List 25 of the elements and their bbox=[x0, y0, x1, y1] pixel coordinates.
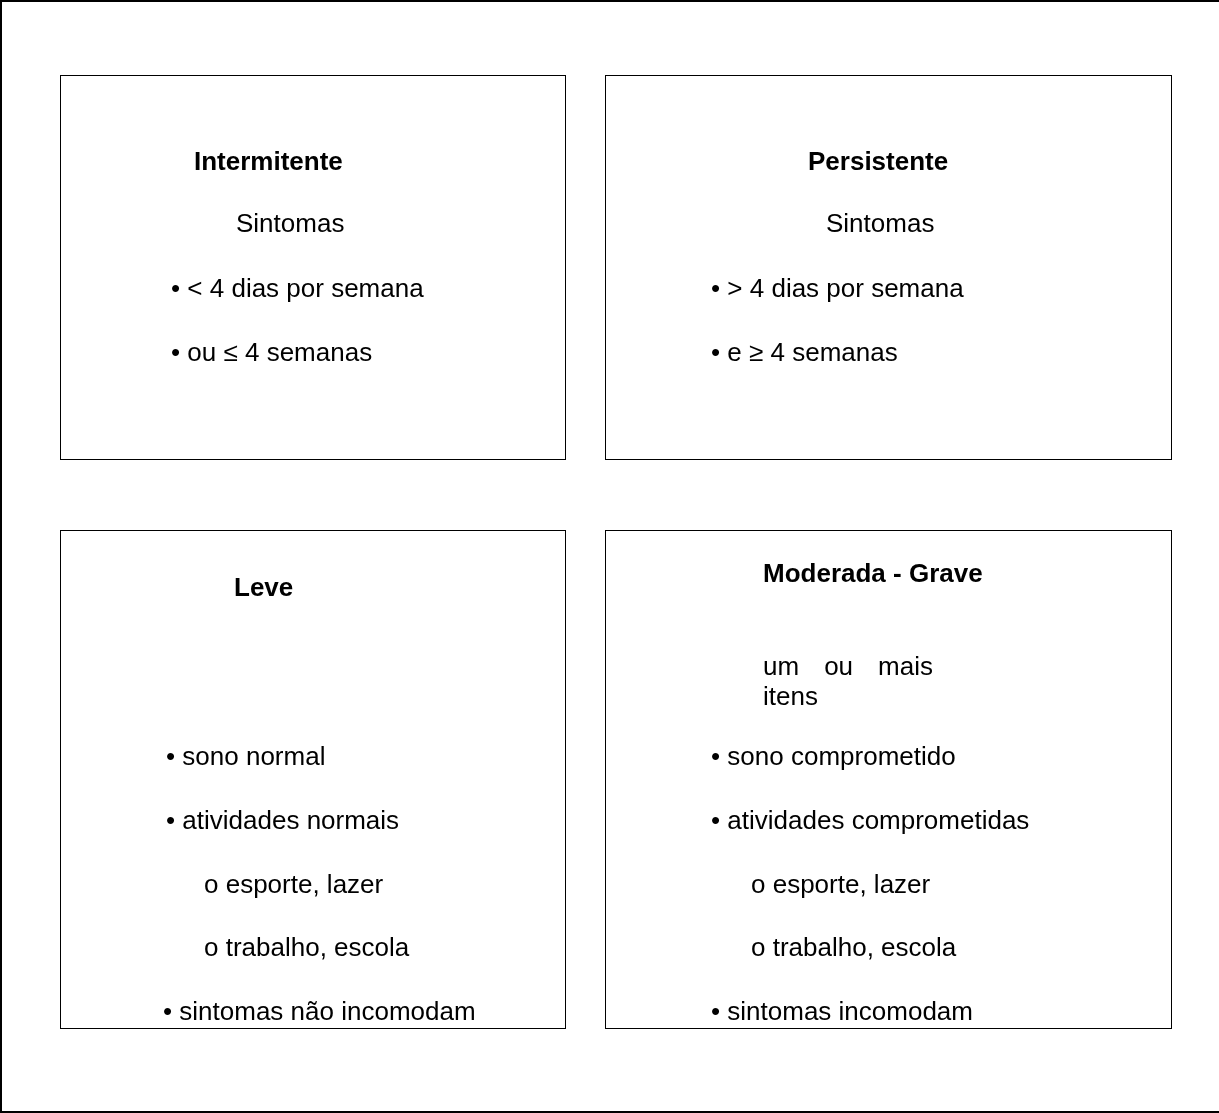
body-text: um ou mais itens bbox=[763, 651, 933, 711]
list-item: o esporte, lazer bbox=[751, 869, 931, 899]
list-item: • sono comprometido bbox=[711, 741, 956, 771]
list-item: o trabalho, escola bbox=[204, 932, 410, 962]
list-item: • sintomas não incomodam bbox=[163, 996, 476, 1026]
list-item: o esporte, lazer bbox=[204, 869, 384, 899]
list-item: • ou ≤ 4 semanas bbox=[171, 337, 373, 367]
category-box bbox=[60, 530, 566, 1029]
category-box bbox=[605, 75, 1172, 460]
heading: Leve bbox=[234, 572, 294, 602]
list-item: • > 4 dias por semana bbox=[711, 273, 964, 303]
list-item: • < 4 dias por semana bbox=[171, 273, 424, 303]
body-text: Sintomas bbox=[236, 208, 345, 238]
category-box bbox=[605, 530, 1172, 1029]
list-item: • sono normal bbox=[166, 741, 326, 771]
category-box bbox=[60, 75, 566, 460]
body-text: Sintomas bbox=[826, 208, 935, 238]
list-item: • e ≥ 4 semanas bbox=[711, 337, 898, 367]
list-item: • atividades comprometidas bbox=[711, 805, 1030, 835]
heading: Intermitente bbox=[194, 146, 343, 176]
list-item: • sintomas incomodam bbox=[711, 996, 973, 1026]
list-item: o trabalho, escola bbox=[751, 932, 957, 962]
list-item: • atividades normais bbox=[166, 805, 400, 835]
heading: Persistente bbox=[808, 146, 949, 176]
heading: Moderada - Grave bbox=[763, 558, 984, 588]
